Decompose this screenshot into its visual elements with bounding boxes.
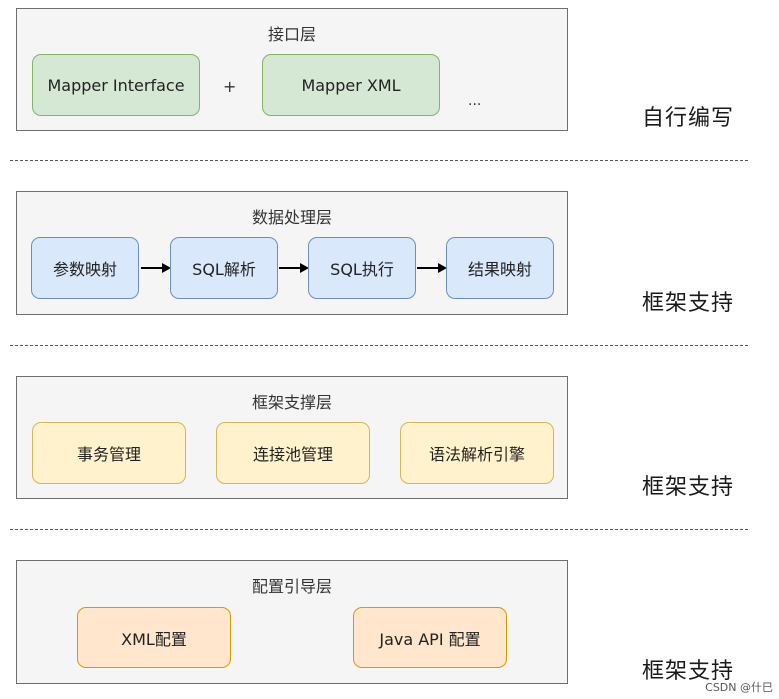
data-processing-layer-title: 数据处理层 (251, 208, 332, 227)
mapper-interface-box: Mapper Interface (32, 54, 200, 116)
data-processing-side-label: 框架支持 (642, 291, 735, 316)
divider-1 (10, 160, 748, 161)
param-mapping-box: 参数映射 (31, 237, 139, 299)
divider-3 (10, 529, 748, 530)
interface-layer-title: 接口层 (267, 25, 316, 44)
java-api-config-box: Java API 配置 (353, 607, 507, 668)
result-mapping-box: 结果映射 (446, 237, 554, 299)
interface-layer: 接口层 Mapper Interface + Mapper XML ... (16, 8, 568, 131)
sql-execute-box: SQL执行 (308, 237, 416, 299)
framework-support-side-label: 框架支持 (642, 475, 735, 500)
interface-side-label: 自行编写 (642, 106, 735, 131)
connection-pool-management-box: 连接池管理 (216, 422, 370, 484)
mapper-xml-box: Mapper XML (262, 54, 440, 116)
ellipsis: ... (468, 93, 482, 109)
syntax-parsing-engine-box: 语法解析引擎 (400, 422, 554, 484)
framework-support-layer: 框架支撑层 事务管理 连接池管理 语法解析引擎 (16, 376, 568, 499)
sql-parse-box: SQL解析 (170, 237, 278, 299)
transaction-management-box: 事务管理 (32, 422, 186, 484)
config-layer-title: 配置引导层 (251, 577, 332, 596)
divider-2 (10, 345, 748, 346)
config-side-label: 框架支持 (642, 659, 735, 684)
framework-support-layer-title: 框架支撑层 (251, 393, 332, 412)
plus-sign: + (223, 77, 237, 96)
config-layer: 配置引导层 XML配置 Java API 配置 (16, 560, 568, 684)
arrow-right-icon (279, 263, 309, 273)
arrow-right-icon (141, 263, 171, 273)
data-processing-layer: 数据处理层 参数映射 SQL解析 SQL执行 结果映射 (16, 191, 568, 315)
xml-config-box: XML配置 (77, 607, 231, 668)
arrow-right-icon (417, 263, 447, 273)
source-credit: CSDN @什巳 (705, 681, 773, 694)
